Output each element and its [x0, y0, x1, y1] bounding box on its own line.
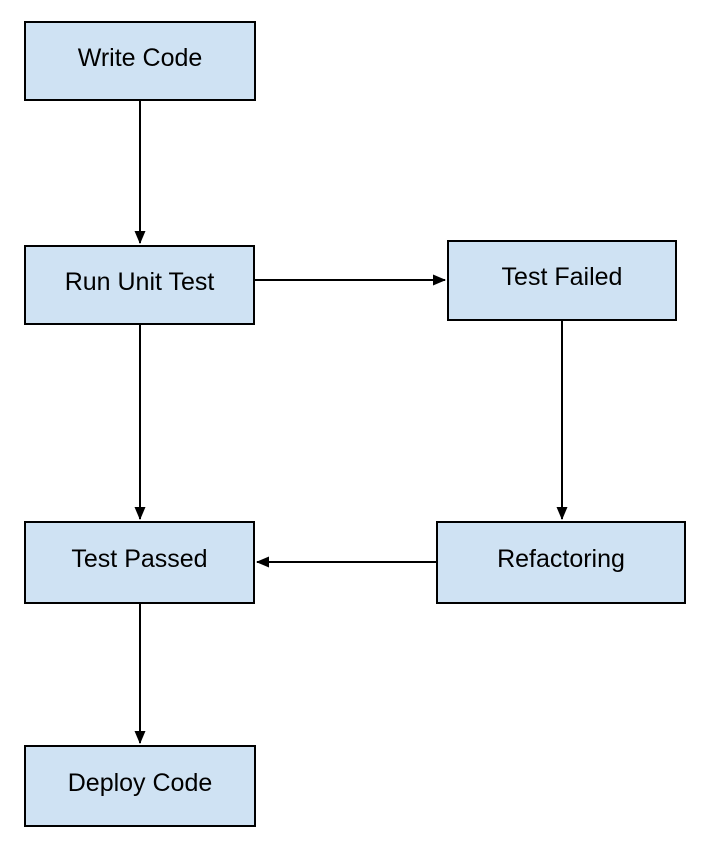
node-label: Refactoring	[497, 545, 625, 573]
flowchart-node-test-passed: Test Passed	[24, 521, 255, 604]
flowchart-node-test-failed: Test Failed	[447, 240, 677, 321]
node-label: Write Code	[77, 43, 203, 72]
node-label: Test Failed	[501, 263, 623, 291]
node-label: Deploy Code	[67, 768, 213, 797]
flowchart-node-deploy-code: Deploy Code	[24, 745, 256, 827]
flowchart-node-run-unit-test: Run Unit Test	[24, 245, 255, 325]
node-label: Run Unit Test	[64, 267, 215, 296]
node-label: Test Passed	[71, 545, 208, 573]
flowchart-node-write-code: Write Code	[24, 21, 256, 101]
flowchart-node-refactoring: Refactoring	[436, 521, 686, 604]
